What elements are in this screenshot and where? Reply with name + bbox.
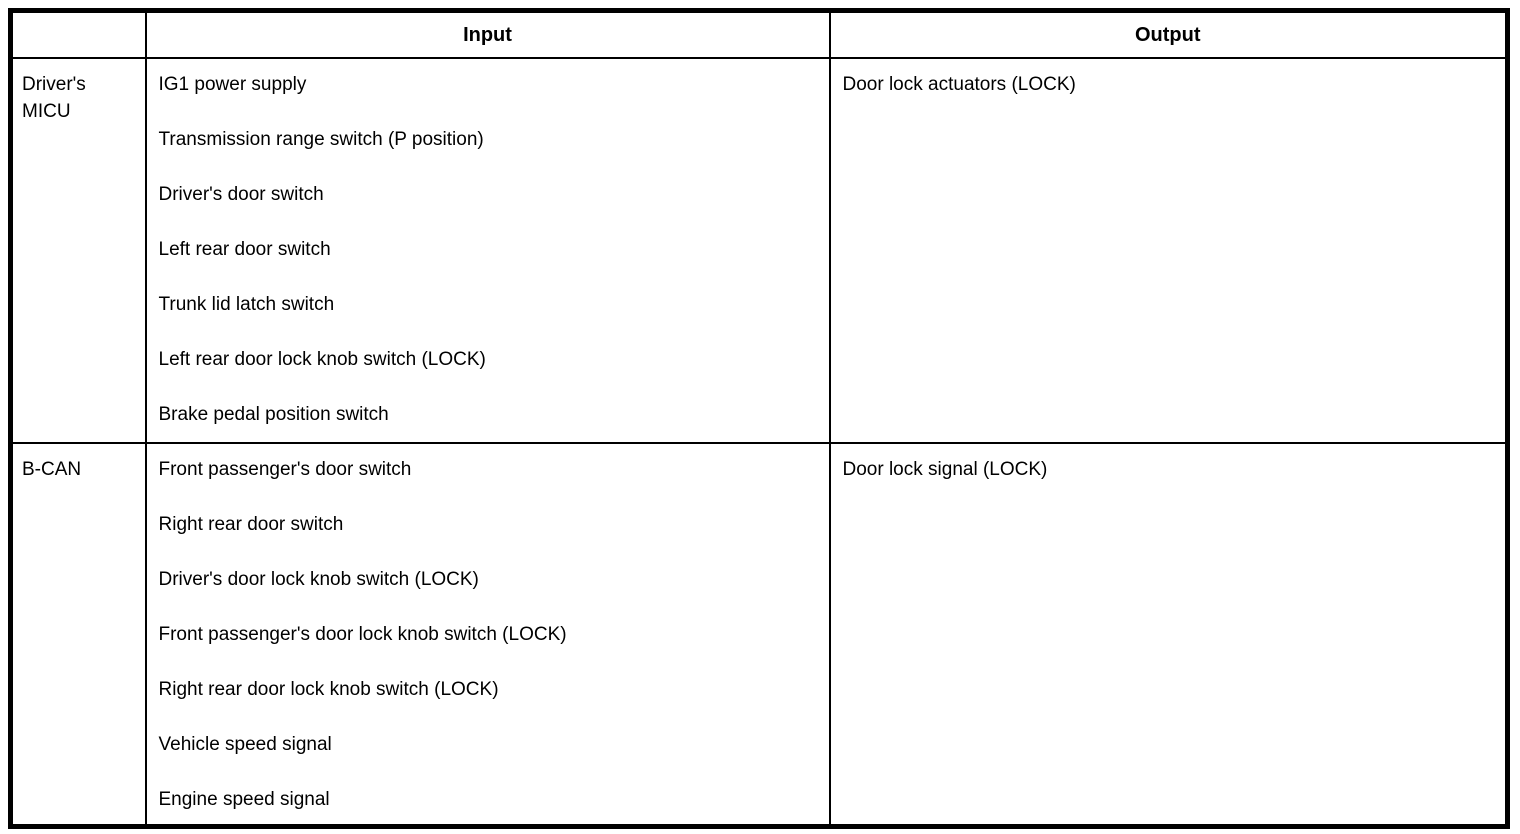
header-source <box>9 9 147 59</box>
input-item: Vehicle speed signal <box>158 734 332 755</box>
input-item: Transmission range switch (P position) <box>158 129 484 150</box>
table-row-b-can: B-CAN Front passenger's door switch Righ… <box>9 442 1509 827</box>
header-input: Input <box>144 9 831 59</box>
input-item: IG1 power supply <box>158 74 307 95</box>
input-item: Front passenger's door switch <box>158 459 412 480</box>
source-label-b-can: B-CAN <box>9 442 147 827</box>
input-item: Left rear door switch <box>158 239 331 260</box>
input-item: Trunk lid latch switch <box>158 294 335 315</box>
inputs-cell-drivers-micu: IG1 power supply Transmission range swit… <box>144 57 831 444</box>
input-item: Engine speed signal <box>158 789 330 810</box>
output-item: Door lock actuators (LOCK) <box>842 74 1076 95</box>
input-item: Brake pedal position switch <box>158 404 389 425</box>
output-item: Door lock signal (LOCK) <box>842 459 1048 480</box>
output-cell-b-can: Door lock signal (LOCK) <box>828 442 1509 827</box>
inputs-cell-b-can: Front passenger's door switch Right rear… <box>144 442 831 827</box>
input-item: Left rear door lock knob switch (LOCK) <box>158 349 486 370</box>
input-item: Driver's door lock knob switch (LOCK) <box>158 569 479 590</box>
input-item: Front passenger's door lock knob switch … <box>158 624 567 645</box>
output-cell-drivers-micu: Door lock actuators (LOCK) <box>828 57 1509 444</box>
input-item: Driver's door switch <box>158 184 324 205</box>
input-item: Right rear door switch <box>158 514 344 535</box>
table-row-drivers-micu: Driver's MICU IG1 power supply Transmiss… <box>9 57 1509 444</box>
header-output: Output <box>828 9 1509 59</box>
input-item: Right rear door lock knob switch (LOCK) <box>158 679 499 700</box>
source-label-drivers-micu: Driver's MICU <box>9 57 147 444</box>
header-row: Input Output <box>9 9 1509 59</box>
input-output-table: Input Output Driver's MICU IG1 power sup… <box>8 8 1510 829</box>
